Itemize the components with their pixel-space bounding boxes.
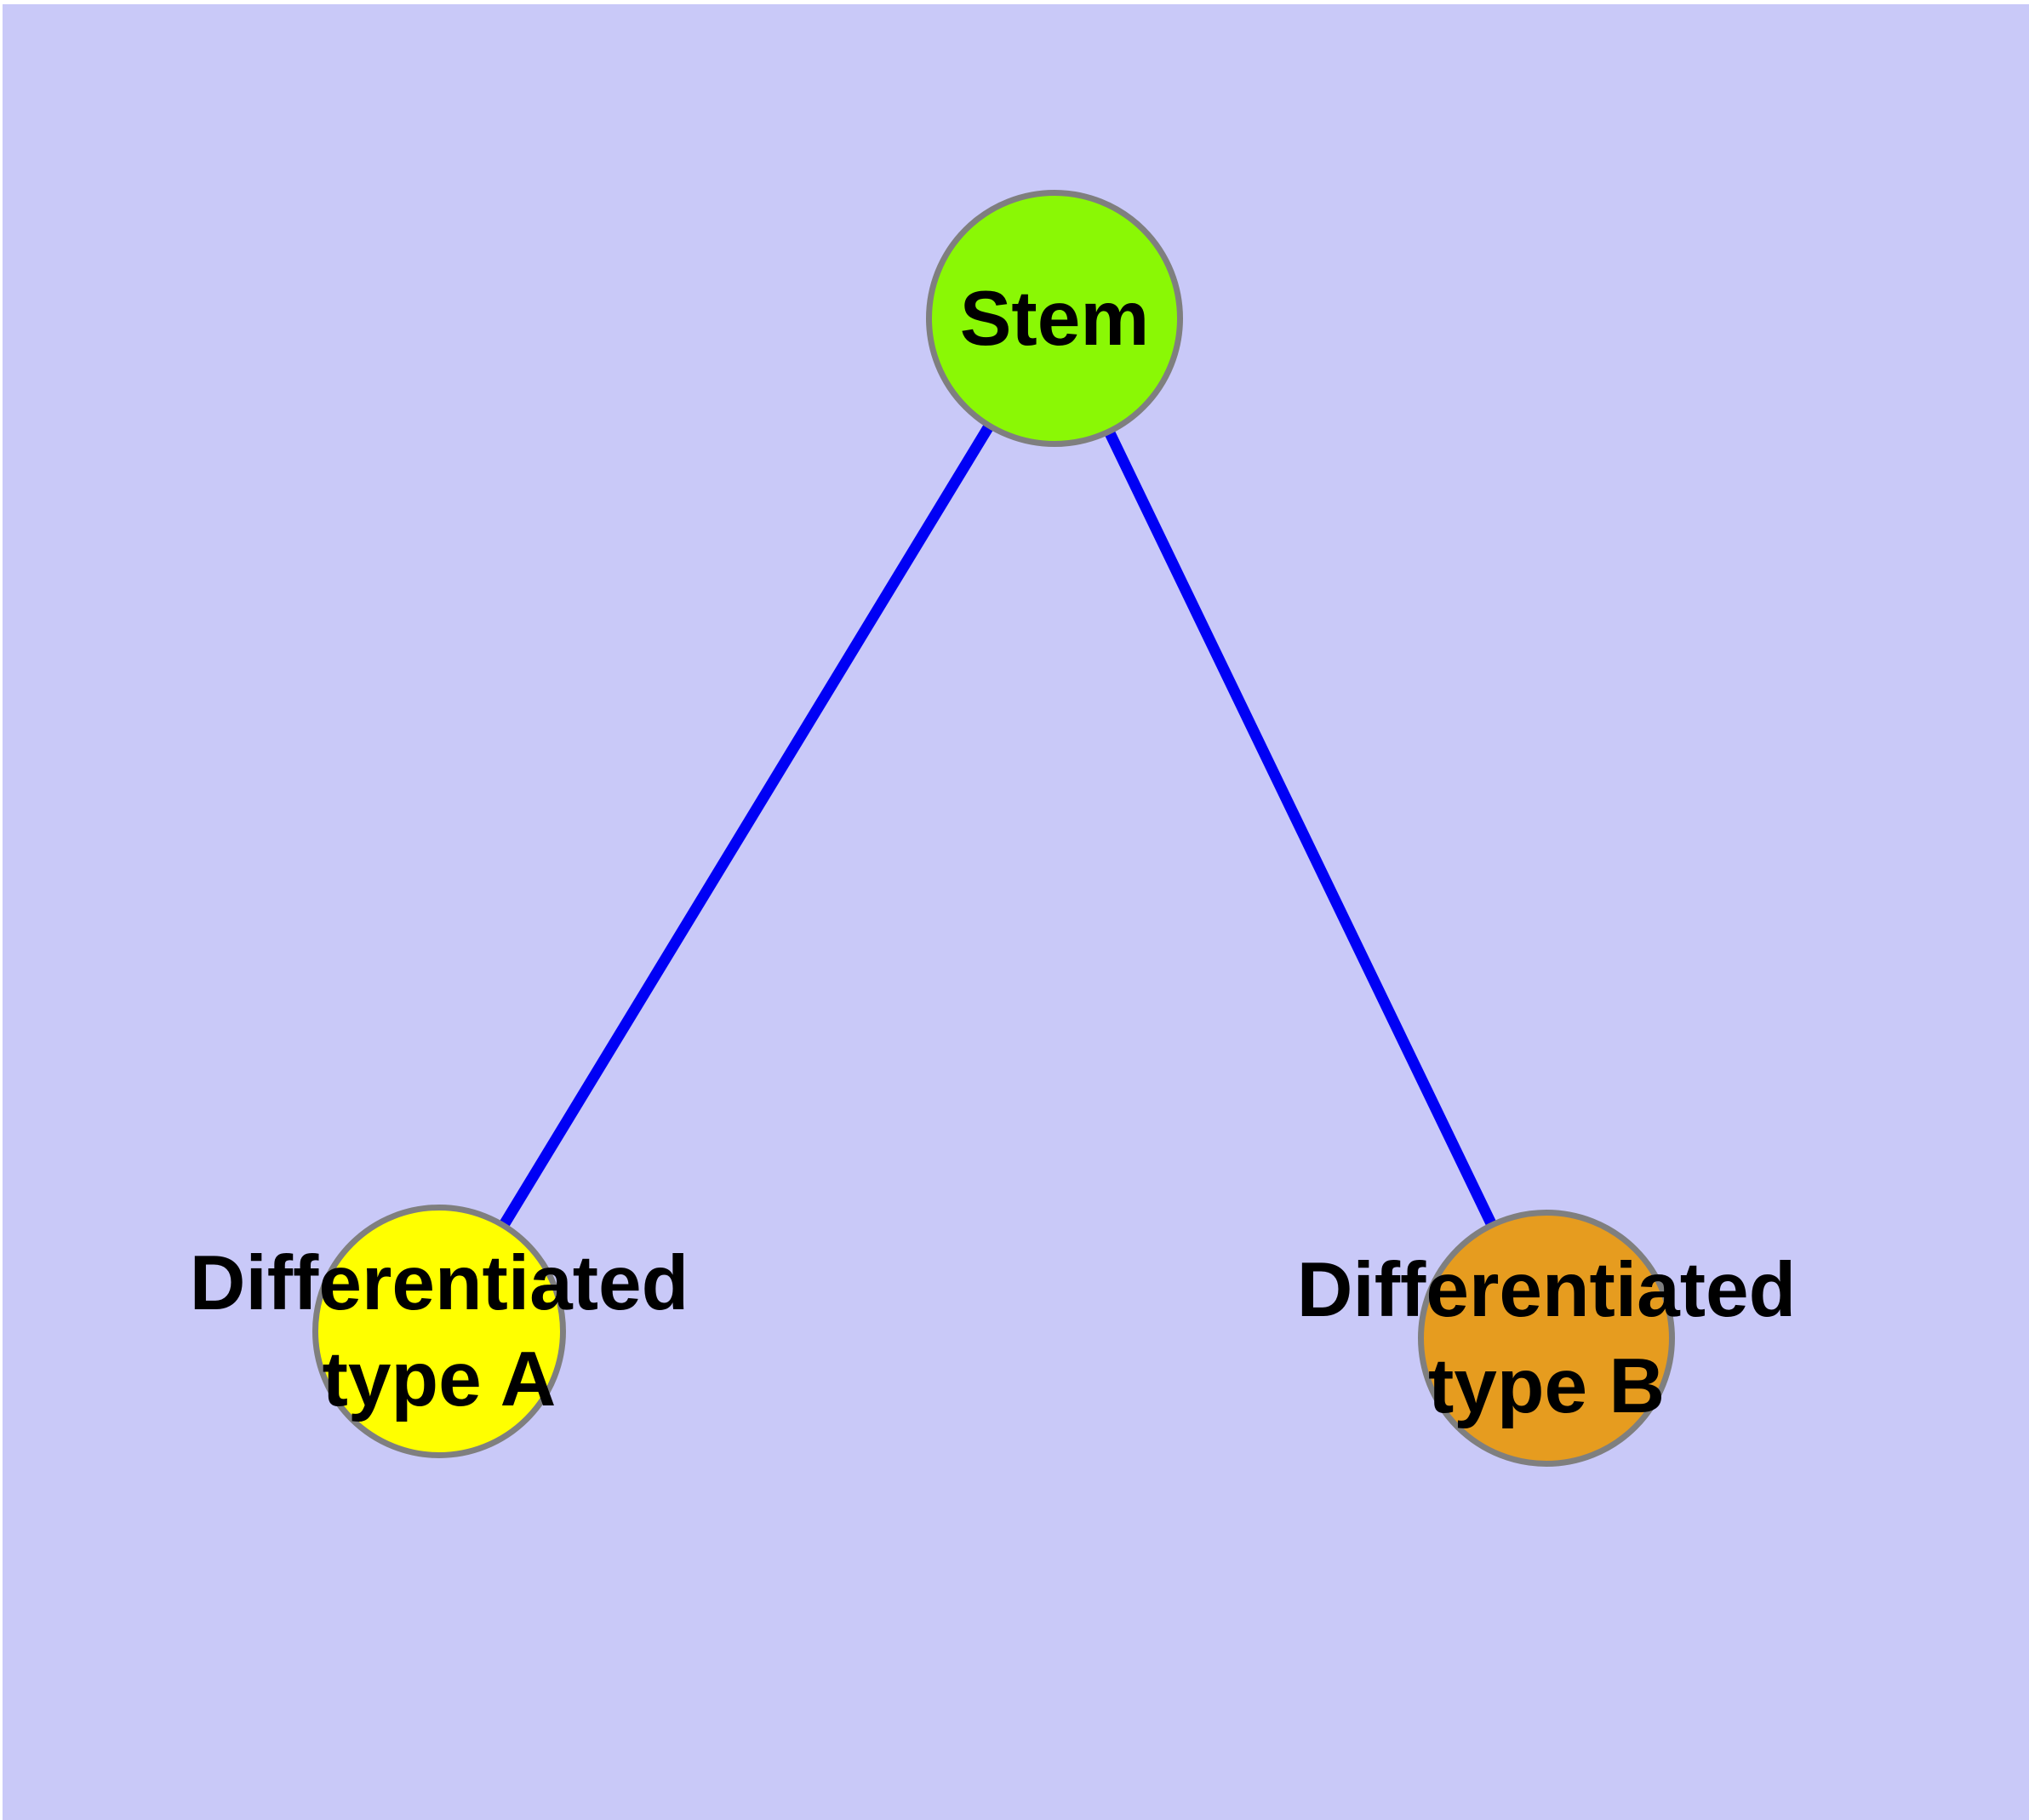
edge-stem-to-type-b	[1049, 316, 1552, 1341]
node-differentiated-type-a-label: Differentiated type A	[190, 1235, 689, 1428]
page-margin-top	[0, 0, 2029, 4]
node-stem-label-line: Stem	[959, 275, 1150, 362]
node-differentiated-type-b-label: Differentiated type B	[1297, 1242, 1797, 1434]
node-differentiated-type-a-label-line2: type A	[322, 1336, 557, 1422]
node-stem-label: Stem	[960, 271, 1150, 367]
node-differentiated-type-a-label-line1: Differentiated	[189, 1240, 689, 1326]
node-differentiated-type-b-label-line1: Differentiated	[1296, 1247, 1797, 1333]
node-stem: Stem	[926, 190, 1183, 447]
node-differentiated-type-b-label-line2: type B	[1427, 1343, 1666, 1429]
node-differentiated-type-b: Differentiated type B	[1297, 1210, 1796, 1467]
node-differentiated-type-a: Differentiated type A	[190, 1205, 689, 1458]
page-margin-left	[0, 0, 3, 1820]
edge-stem-to-type-a	[434, 315, 1060, 1335]
